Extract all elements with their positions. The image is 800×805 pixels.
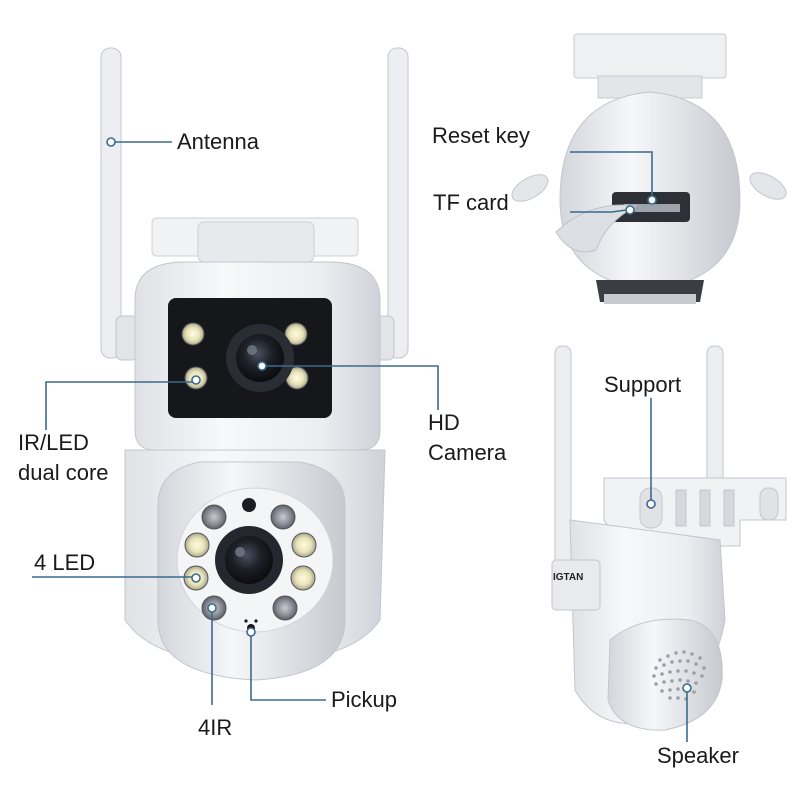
label-4ir: 4IR xyxy=(198,715,233,740)
speaker-grille xyxy=(652,650,706,701)
label-support: Support xyxy=(604,372,682,397)
antenna-left xyxy=(100,47,122,359)
upper-led-group xyxy=(181,322,309,390)
leader-lines xyxy=(32,137,692,742)
label-hd-camera: HD Camera xyxy=(428,408,506,468)
label-antenna: Antenna xyxy=(177,129,259,154)
antenna-right xyxy=(387,47,409,359)
label-reset-key: Reset key xyxy=(432,123,530,148)
brand-fragment: IGTAN xyxy=(553,572,583,583)
main-camera xyxy=(100,47,409,681)
side-view-slots xyxy=(511,33,787,304)
label-tf-card: TF card xyxy=(433,190,509,215)
label-hd-camera-line2: Camera xyxy=(428,440,507,465)
label-speaker: Speaker xyxy=(657,743,739,768)
label-pickup: Pickup xyxy=(331,687,398,712)
label-hd-camera-line1: HD xyxy=(428,410,460,435)
label-ir-led-dual-core: IR/LED dual core xyxy=(18,428,109,488)
lower-led-ring xyxy=(183,504,317,621)
label-ir-led-line2: dual core xyxy=(18,460,109,485)
label-4-led: 4 LED xyxy=(34,550,96,575)
label-ir-led-line1: IR/LED xyxy=(18,430,89,455)
rear-view-speaker: IGTAN xyxy=(551,345,787,731)
